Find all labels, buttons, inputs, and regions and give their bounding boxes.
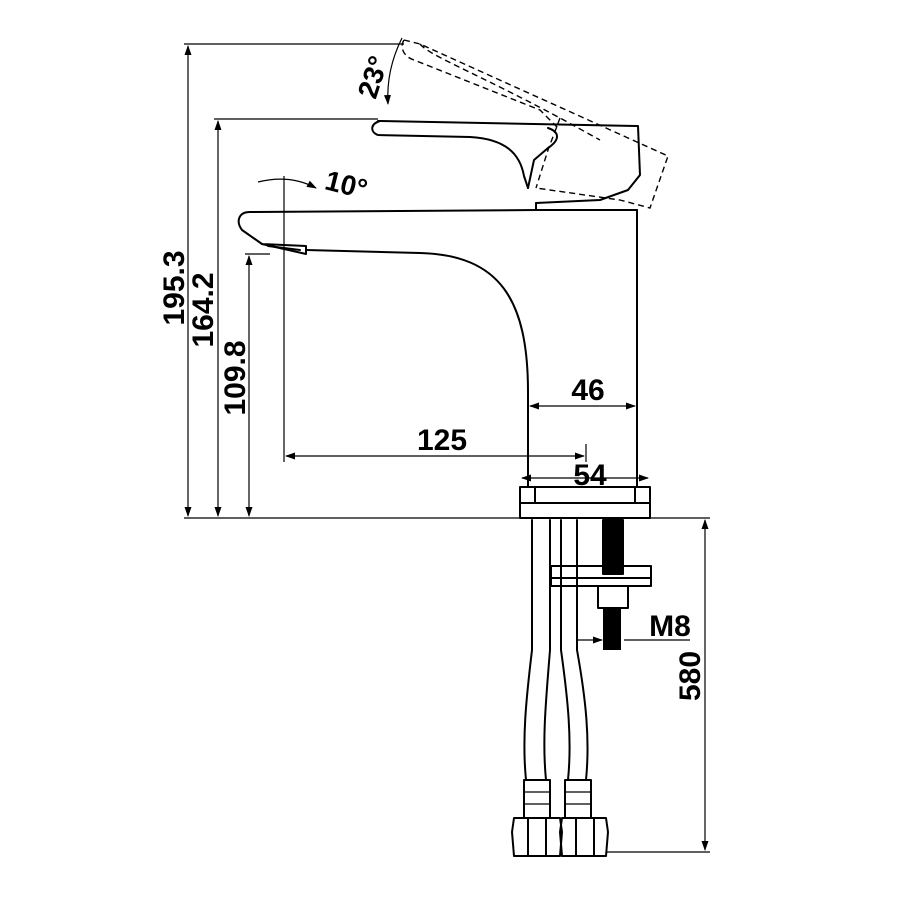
dim-handle-height: 164.2: [187, 272, 220, 347]
dim-spout-reach: 125: [417, 424, 467, 457]
dimension-lines: [184, 37, 709, 851]
dim-spout-angle: 10°: [322, 165, 371, 205]
mounting-stud: [550, 519, 652, 650]
dim-total-height: 195.3: [158, 250, 191, 325]
dimension-labels: 195.3 164.2 109.8 125 46 54 580 M8 10° 2…: [158, 52, 707, 701]
extension-lines: [184, 43, 710, 853]
flex-hoses: [511, 519, 609, 857]
dim-base-width: 54: [573, 459, 607, 492]
lever-handle: [371, 120, 641, 211]
dim-body-width: 46: [571, 374, 604, 407]
dim-spout-height: 109.8: [219, 340, 252, 415]
dim-thread: M8: [649, 610, 691, 643]
dim-hose-length: 580: [674, 651, 707, 701]
lever-handle-raised-outline: [401, 39, 669, 209]
base-plate: [519, 486, 651, 519]
